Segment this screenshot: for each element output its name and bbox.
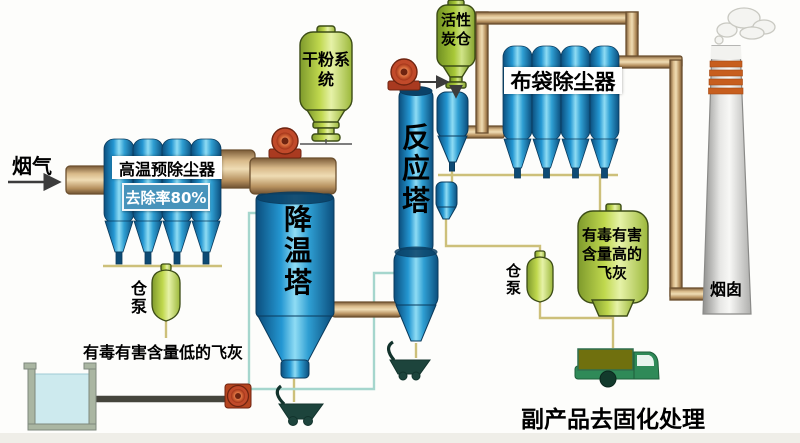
byproduct-treatment-label: 副产品去固化处理 xyxy=(521,407,705,433)
reaction-tower-label: 反应塔 xyxy=(401,121,430,217)
dry-powder-pump-icon xyxy=(268,127,302,159)
dry-powder-vessel xyxy=(299,25,353,142)
riser-duct xyxy=(475,11,489,134)
cooling-tower-inlet-duct xyxy=(249,157,337,195)
tower-link-duct xyxy=(331,301,402,318)
high-toxic-fly-ash-label: 有毒有害含量高的飞灰 xyxy=(581,226,642,282)
silo-pump-mid-label: 仓泵 xyxy=(505,262,521,297)
water-pump-icon xyxy=(224,383,252,409)
high-toxic-ash-vessel xyxy=(577,203,649,317)
cyclone-separator xyxy=(435,91,469,220)
bag-filter-label: 布袋除尘器 xyxy=(504,67,622,94)
cooling-tower-label: 降温塔 xyxy=(283,203,312,299)
chimney-stack xyxy=(702,45,752,315)
silo-pump-vessel-mid xyxy=(526,250,554,303)
water-tank xyxy=(23,362,97,431)
silo-pump-vessel-left xyxy=(151,263,181,322)
dosing-connectors xyxy=(300,139,352,145)
carbon-dosing-pump-icon xyxy=(387,58,421,91)
ash-cart-reaction-tower xyxy=(387,340,431,381)
flow-arrows xyxy=(8,75,463,192)
precollector-outlet-duct xyxy=(216,149,256,189)
byproduct-truck xyxy=(574,348,660,388)
removal-rate-badge: 去除率80% xyxy=(122,183,210,211)
chimney-label: 烟囱 xyxy=(709,280,742,299)
activated-carbon-bin-label: 活性炭仓 xyxy=(440,11,471,48)
gas-ducts xyxy=(65,11,711,318)
ash-lines xyxy=(103,171,618,402)
low-toxic-fly-ash-label: 有毒有害含量低的飞灰 xyxy=(83,343,244,362)
flue-gas-label: 烟气 xyxy=(12,154,52,178)
top-duct xyxy=(475,11,639,25)
activated-carbon-vessel xyxy=(436,0,476,89)
inlet-duct xyxy=(65,165,109,195)
silo-pump-left-label: 仓泵 xyxy=(130,279,147,316)
ash-cart-cooling-tower xyxy=(275,384,324,426)
pre-collector-label: 高温预除尘器 xyxy=(112,156,222,179)
chimney-riser-duct xyxy=(669,59,683,297)
cooling-tower-vessel xyxy=(255,191,335,379)
ground-shade xyxy=(0,433,800,443)
reaction-tower-vessel xyxy=(393,86,439,342)
dry-powder-system-label: 干粉系统 xyxy=(301,50,350,89)
smoke-puff-icon xyxy=(714,7,776,45)
